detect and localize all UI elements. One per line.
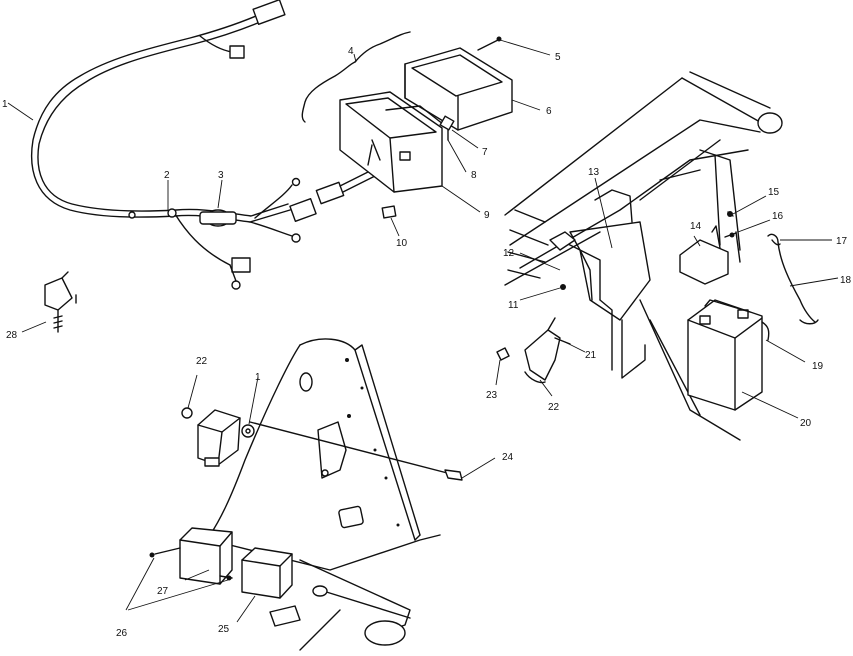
callout-7: 7 (482, 147, 488, 158)
frame-assembly (504, 71, 783, 441)
battery (687, 299, 770, 411)
callout-labels: 1 2 3 4 5 6 7 8 9 10 11 12 13 14 15 16 1… (2, 46, 852, 639)
callout-19: 19 (812, 361, 824, 372)
bolt-24 (249, 421, 463, 481)
callout-15: 15 (768, 187, 780, 198)
wiring-harness (30, 0, 376, 290)
callout-4: 4 (348, 46, 354, 57)
ignition-coil (181, 407, 255, 467)
callout-17: 17 (836, 236, 848, 247)
modules-25-27 (149, 527, 293, 599)
callout-28: 28 (6, 330, 18, 341)
leader-lines (7, 39, 839, 623)
callout-1: 1 (2, 99, 8, 110)
callout-14: 14 (690, 221, 702, 232)
callout-5: 5 (555, 52, 561, 63)
callout-23: 23 (486, 390, 498, 401)
callout-27: 27 (157, 586, 169, 597)
callout-20: 20 (800, 418, 812, 429)
battery-parts (679, 211, 819, 325)
callout-1-lower: 1 (255, 372, 261, 383)
callout-8: 8 (471, 170, 477, 181)
callout-16: 16 (772, 211, 784, 222)
callout-13: 13 (588, 167, 600, 178)
callout-3: 3 (218, 170, 224, 181)
tail-light-assembly (301, 31, 513, 219)
callout-10: 10 (396, 238, 408, 249)
callout-21: 21 (585, 350, 597, 361)
callout-9: 9 (484, 210, 490, 221)
callout-12: 12 (503, 248, 515, 259)
callout-2: 2 (164, 170, 170, 181)
callout-24: 24 (502, 452, 514, 463)
callout-26: 26 (116, 628, 128, 639)
callout-11: 11 (508, 300, 519, 311)
bracket-21 (496, 284, 571, 384)
callout-25: 25 (218, 624, 230, 635)
part-28 (44, 271, 77, 333)
callout-6: 6 (546, 106, 552, 117)
callout-22: 22 (548, 402, 560, 413)
mounting-plate (209, 338, 441, 651)
callout-18: 18 (840, 275, 852, 286)
callout-22-lower: 22 (196, 356, 208, 367)
